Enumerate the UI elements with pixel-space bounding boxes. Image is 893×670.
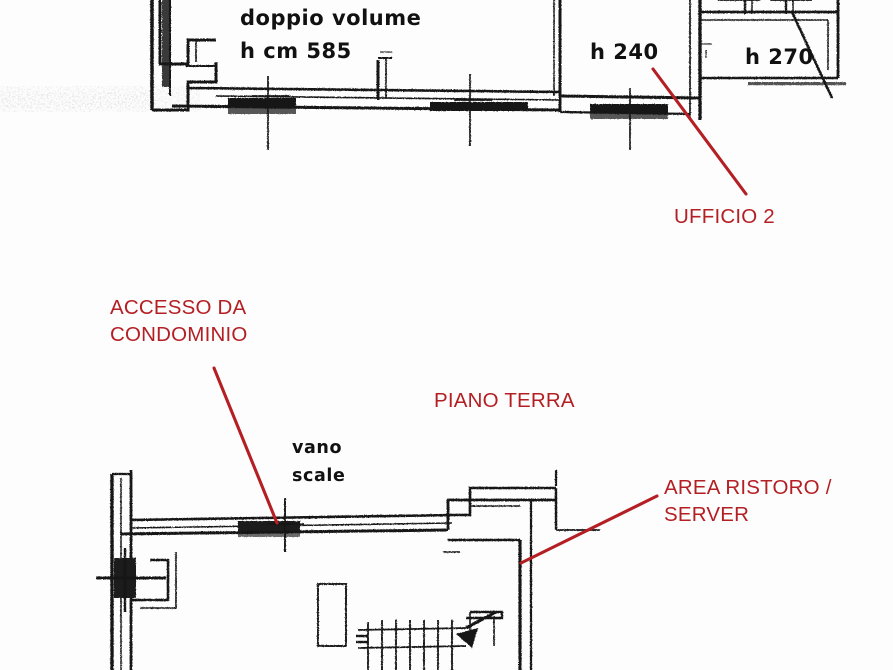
annotation-accesso-da-condominio: ACCESSO DA CONDOMINIO [110, 296, 248, 347]
leader-area [519, 494, 659, 565]
opening-axis-marker [252, 74, 631, 150]
annotation-area-ristoro-server: AREA RISTORO / SERVER [664, 476, 832, 527]
annotation-leader-lines [212, 67, 748, 565]
leader-ufficio2 [651, 67, 748, 196]
label-vano-scale: vano scale [292, 438, 346, 487]
annotation-piano-terra: PIANO TERRA [434, 389, 575, 412]
label-doppio-volume: doppio volume h cm 585 [240, 6, 422, 63]
ground-floor-plan [96, 470, 600, 670]
upper-floor-plan [150, 0, 846, 150]
scan-speckle-band [0, 86, 200, 112]
staircase [356, 620, 467, 670]
label-height-270: h 270 [745, 45, 814, 69]
label-height-240: h 240 [590, 40, 659, 64]
annotation-ufficio-2: UFFICIO 2 [674, 205, 775, 228]
leader-accesso [212, 366, 279, 525]
stair-direction-arrow [465, 610, 497, 630]
